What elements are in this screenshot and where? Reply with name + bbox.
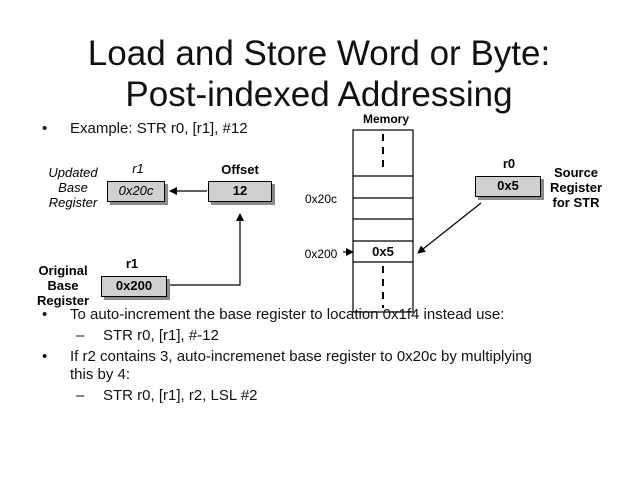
- memory-label: Memory: [362, 112, 409, 126]
- sub-dash: –: [76, 387, 85, 404]
- offset-box: 12: [208, 181, 272, 202]
- bullet-dot: •: [42, 306, 48, 323]
- example-instruction: Example: STR r0, [r1], #12: [70, 120, 248, 137]
- r1-original-name: r1: [125, 256, 139, 271]
- bullet-register-offset-line2: this by 4:: [70, 366, 131, 383]
- original-base-register-label: Original Base Register: [36, 263, 90, 308]
- r0-to-memory-arrow: [417, 202, 482, 254]
- bullet-dot: •: [42, 120, 48, 137]
- r1-updated-register: 0x20c: [107, 181, 165, 202]
- sub-dash: –: [76, 327, 85, 344]
- bullet-auto-decrement: To auto-increment the base register to l…: [70, 306, 505, 323]
- r1-updated-name: r1: [132, 161, 144, 176]
- bullet-register-offset-line1: If r2 contains 3, auto-incremenet base r…: [70, 348, 532, 365]
- slide-title-line1: Load and Store Word or Byte:: [87, 34, 551, 73]
- r0-register: 0x5: [475, 176, 541, 197]
- address-0x20c: 0x20c: [304, 192, 338, 206]
- memory-cell-value: 0x5: [372, 244, 394, 259]
- offset-label: Offset: [221, 162, 259, 177]
- source-register-label: Source Register for STR: [549, 165, 603, 210]
- address-0x200: 0x200: [304, 247, 338, 261]
- sub-instruction-shifted-register: STR r0, [r1], r2, LSL #2: [103, 387, 258, 404]
- slide-title-line2: Post-indexed Addressing: [125, 75, 513, 114]
- r0-name: r0: [502, 156, 516, 171]
- bullet-dot: •: [42, 348, 48, 365]
- original-to-offset-arrow: [168, 213, 244, 286]
- updated-base-register-label: Updated Base Register: [48, 165, 98, 210]
- r1-original-register: 0x200: [101, 276, 167, 297]
- sub-instruction-negative-offset: STR r0, [r1], #-12: [103, 327, 219, 344]
